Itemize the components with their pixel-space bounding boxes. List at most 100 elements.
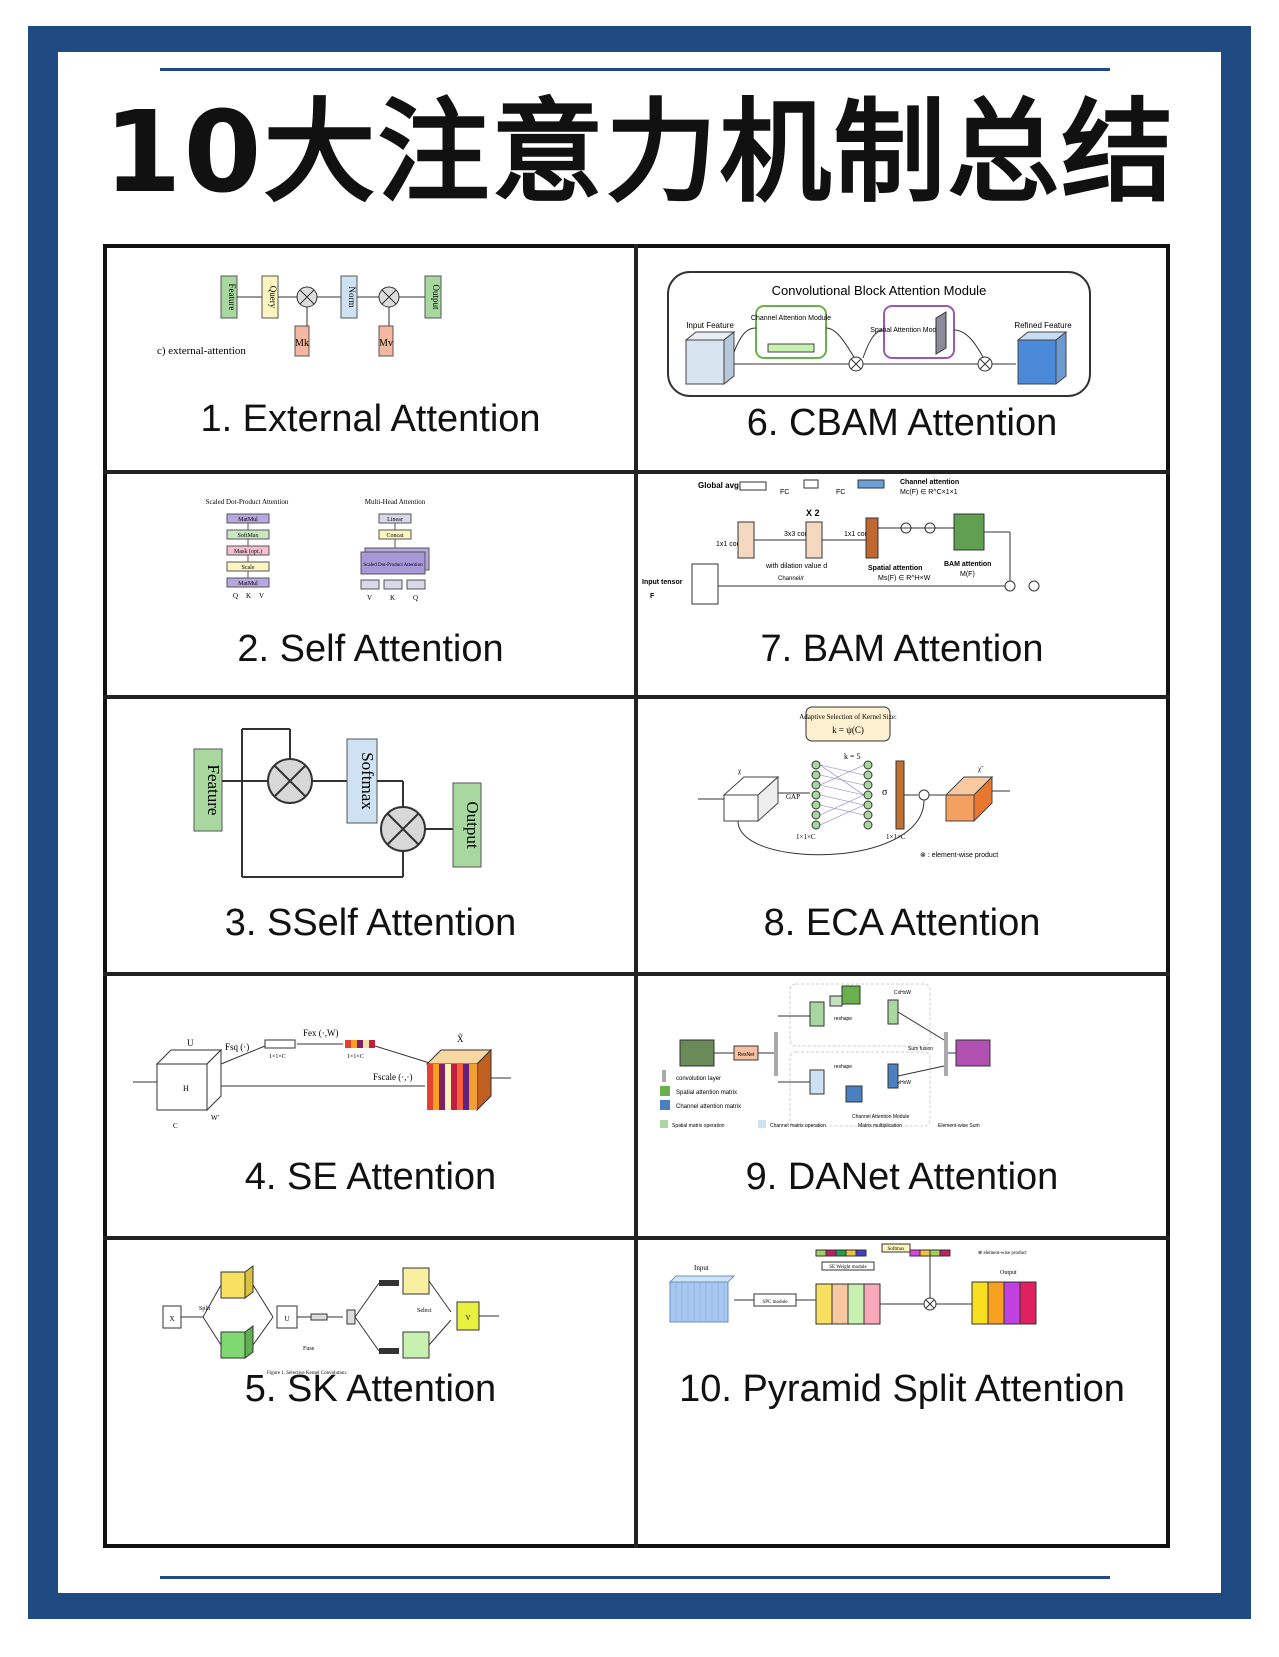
se-vector-1	[264, 1039, 296, 1049]
bam-mf: M(F)	[960, 571, 975, 578]
caption-eca-attention: 8. ECA Attention	[763, 902, 1041, 944]
eca-k-formula: k = ψ(C)	[832, 725, 864, 735]
caption-se-attention: 4. SE Attention	[244, 1156, 497, 1198]
eca-sigma: σ	[882, 787, 888, 798]
psa-softmax-label: Softmax	[888, 1247, 905, 1252]
danet-legend-channel-op: Channel matrix operation	[770, 1123, 826, 1129]
caption-self-attention: 2. Self Attention	[237, 628, 504, 670]
danet-legend-matmul: Matrix multiplication	[858, 1123, 902, 1129]
sk-v: V	[465, 1314, 470, 1322]
se-h: H	[183, 1084, 189, 1093]
page-title: 10大注意力机制总结	[103, 88, 1176, 218]
se-xt: X̃	[457, 1034, 464, 1044]
panel-sself-attention: Feature Softmax Output 3. SSelf Attentio…	[107, 699, 634, 972]
bam-channel-r: Channel/r	[778, 576, 804, 582]
eca-connections	[819, 764, 865, 826]
bam-conv1-right: 1x1 conv	[844, 531, 873, 538]
psa-output-label: Output	[1000, 1270, 1017, 1276]
sdpa-softmax-label: SoftMax	[238, 532, 259, 539]
output-label: Output	[431, 284, 441, 310]
external-attention-diagram: Feature Query Norm Output Mk Mv c) exter…	[157, 275, 442, 357]
mha-concat: Concat	[387, 533, 404, 539]
caption-sself-attention: 3. SSelf Attention	[224, 902, 517, 944]
se-w: W'	[211, 1114, 219, 1122]
panel-cbam-attention: Convolutional Block Attention Module Inp…	[638, 248, 1166, 470]
danet-legend-spatial: Spatial attention matrix	[676, 1090, 737, 1096]
caption-external-attention: 1. External Attention	[200, 398, 541, 440]
grid-divider-row-3	[103, 972, 1170, 976]
panel-se-attention: U H W' C Fsq (·) 1×1×C Fex (·,W) 1×1×C F…	[107, 976, 634, 1236]
panel-bam-attention: Global avg pool FC FC Channel attention …	[638, 474, 1166, 695]
sk-figure-caption: Figure 1. Selective Kernel Convolution.	[267, 1371, 347, 1376]
se-c: C	[173, 1122, 178, 1130]
sk-diagram: X Split U Select V Fuse Figure 1. Select…	[162, 1265, 499, 1376]
danet-chw-2: CxHxW	[894, 1080, 911, 1086]
bam-input: Input tensor	[642, 579, 683, 586]
sdpa-scale-label: Scale	[242, 565, 255, 571]
cbam-diagram: Convolutional Block Attention Module Inp…	[667, 271, 1091, 397]
sdpa-k: K	[246, 592, 251, 600]
panel-self-attention: Scaled Dot-Product Attention MatMul Soft…	[107, 474, 634, 695]
cbam-refined-label: Refined Feature	[1014, 321, 1072, 330]
danet-legend-channel: Channel attention matrix	[676, 1104, 741, 1110]
bam-f: F	[650, 593, 655, 600]
cbam-input-label: Input Feature	[686, 321, 734, 330]
danet-reshape-2: reshape	[834, 1064, 852, 1070]
eca-k5: k = 5	[844, 752, 861, 761]
psa-spc-output	[815, 1283, 881, 1325]
sdpa-v: V	[259, 592, 264, 600]
bam-channel-att-label: Channel attention	[900, 479, 959, 486]
eca-elem-note: ⊗ : element-wise product	[920, 852, 998, 859]
bam-spatial-att: Spatial attention	[868, 565, 922, 572]
psa-output-tensor	[971, 1281, 1037, 1325]
psa-se-label: SE Weight module	[829, 1265, 867, 1270]
feature-label: Feature	[227, 284, 237, 311]
psa-weights-bar	[815, 1249, 867, 1257]
eca-chi: χ	[738, 767, 742, 775]
caption-sk-attention: 5. SK Attention	[244, 1368, 497, 1410]
sdpa-q: Q	[233, 592, 238, 600]
bottom-rule	[160, 1576, 1110, 1579]
grid-divider-row-2	[103, 695, 1170, 699]
cbam-title: Convolutional Block Attention Module	[772, 283, 987, 298]
mha-v: V	[367, 594, 372, 602]
cbam-spatial-module-label: Spatial Attention Module	[870, 327, 946, 334]
eca-adaptive-label: Adaptive Selection of Kernel Size:	[799, 713, 897, 721]
bam-dilation: with dilation value d	[765, 563, 827, 570]
sdpa-matmul-label: MatMul	[238, 517, 258, 523]
bam-diagram: Global avg pool FC FC Channel attention …	[642, 479, 1040, 605]
psa-weights-bar-2	[909, 1249, 951, 1257]
self-attention-diagram: Scaled Dot-Product Attention MatMul Soft…	[206, 498, 430, 602]
danet-legend-conv: convolution layer	[676, 1076, 721, 1082]
norm-label: Norm	[347, 287, 357, 308]
eca-gap: GAP	[786, 793, 800, 801]
eca-chit: χ̃	[978, 765, 984, 773]
bam-ms: Ms(F) ∈ R^H×W	[878, 575, 931, 582]
bam-att-label: BAM attention	[944, 561, 991, 568]
bam-conv1-left: 1x1 conv	[716, 541, 745, 548]
psa-input-label: Input	[694, 1264, 709, 1272]
mk-label: Mk	[295, 338, 309, 349]
se-fex: Fex (·,W)	[303, 1028, 339, 1038]
psa-input-tensor	[668, 1275, 736, 1323]
danet-diagram: ResNet reshape CxHxW reshape CxHxW Sum f…	[660, 983, 991, 1129]
mha-sdpa-label: Scaled Dot-Product Attention	[363, 563, 423, 568]
sk-fuse: Fuse	[303, 1346, 315, 1352]
sself-attention-diagram: Feature Softmax Output	[193, 728, 482, 878]
bam-mc-label: Mc(F) ∈ R^C×1×1	[900, 489, 958, 496]
se-dim2: 1×1×C	[347, 1054, 364, 1060]
se-fscale: Fscale (·,·)	[373, 1072, 412, 1082]
grid-divider-row-1	[103, 470, 1170, 474]
bam-gap-label: Global avg pool	[698, 481, 758, 490]
grid-divider-vertical	[634, 244, 638, 1548]
sk-split: Split	[199, 1306, 211, 1312]
sk-x: X	[169, 1315, 174, 1323]
sk-u: U	[284, 1315, 289, 1323]
eca-diagram: Adaptive Selection of Kernel Size: k = ψ…	[698, 706, 1010, 859]
bam-fc2: FC	[836, 489, 845, 496]
se-vector-2	[345, 1040, 375, 1048]
eca-dim2: 1×1×C	[886, 833, 906, 841]
bam-conv3: 3x3 conv	[784, 531, 813, 538]
bam-fc1: FC	[780, 489, 789, 496]
psa-elem-note: ⊗ element-wise product	[978, 1250, 1027, 1256]
